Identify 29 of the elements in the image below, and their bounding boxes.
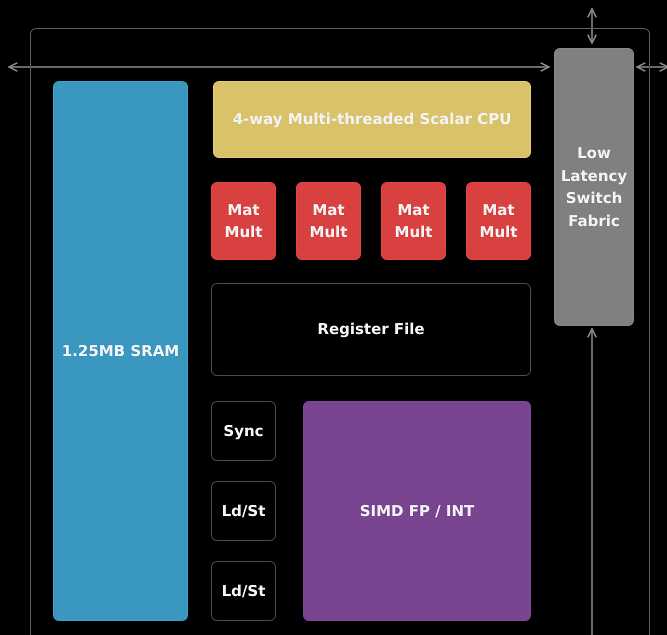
compute-block xyxy=(466,182,531,260)
block-label: Mat Mult xyxy=(478,200,518,243)
unit-block xyxy=(211,561,276,621)
block-label: Sync xyxy=(222,420,265,442)
compute-block xyxy=(296,182,361,260)
block-label: 1.25MB SRAM xyxy=(60,340,180,362)
compute-block xyxy=(381,182,446,260)
arrow xyxy=(8,62,550,72)
block-label: Low Latency Switch Fabric xyxy=(560,143,628,232)
unit-block xyxy=(211,481,276,541)
compute-block xyxy=(211,182,276,260)
simd-block xyxy=(303,401,531,621)
block-label: Mat Mult xyxy=(394,200,434,243)
register-block xyxy=(211,283,531,376)
unit-block xyxy=(211,401,276,461)
block-label: Register File xyxy=(316,319,426,340)
block-label: Mat Mult xyxy=(308,200,348,243)
outer-frame xyxy=(30,28,650,635)
switch-block xyxy=(554,48,634,326)
arrow xyxy=(587,328,597,635)
memory-block xyxy=(53,81,188,621)
block-label: Mat Mult xyxy=(224,200,264,243)
block-label: 4-way Multi-threaded Scalar CPU xyxy=(232,109,512,130)
block-label: Ld/St xyxy=(220,500,266,522)
block-label: Ld/St xyxy=(220,580,266,602)
arrow xyxy=(587,8,597,44)
arrow xyxy=(636,62,667,72)
cpu-block xyxy=(213,81,531,158)
block-label: SIMD FP / INT xyxy=(358,500,476,522)
